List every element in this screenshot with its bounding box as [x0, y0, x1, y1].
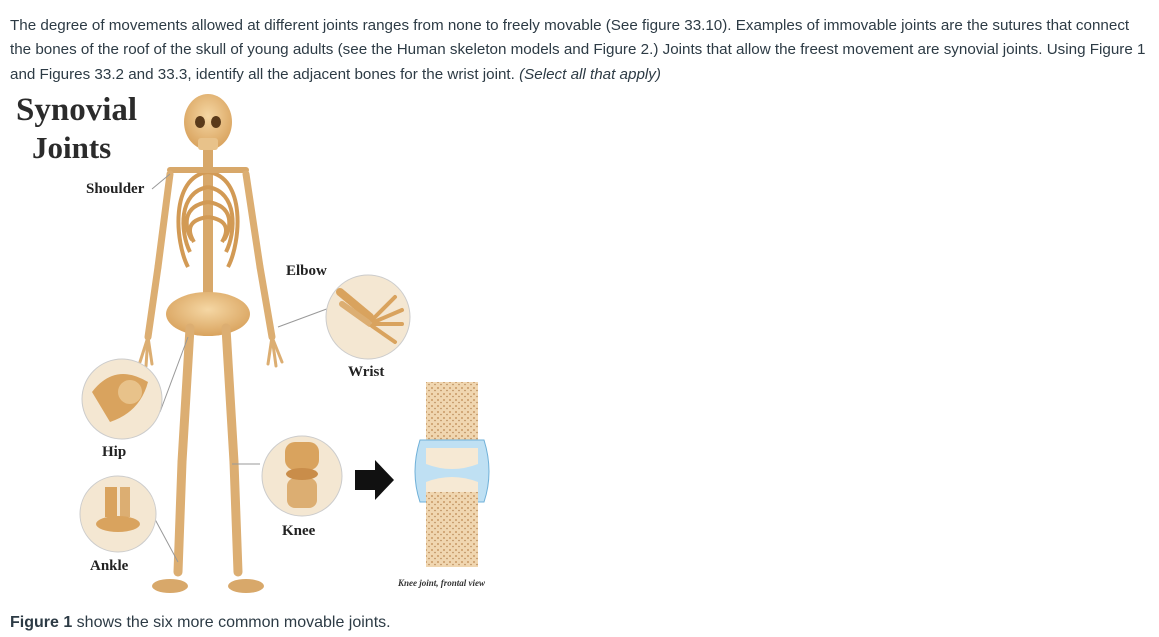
hands	[138, 335, 284, 368]
feet	[152, 579, 264, 593]
label-knee: Knee	[282, 523, 316, 539]
question-instruction: (Select all that apply)	[519, 65, 661, 83]
caption-text: shows the six more common movable joints…	[72, 614, 391, 631]
arms	[144, 170, 276, 341]
synovial-joints-figure: Synovial Joints Shoulder Elbow Wrist Hip…	[10, 92, 510, 612]
skull	[184, 94, 232, 150]
legs	[173, 323, 243, 577]
figure-title-line1: Synovial	[16, 92, 138, 128]
caption-label: Figure 1	[10, 614, 73, 631]
label-hip: Hip	[102, 444, 127, 460]
wrist-joint-inset	[325, 274, 411, 360]
ankle-joint-inset	[79, 475, 157, 553]
label-wrist: Wrist	[348, 364, 385, 380]
label-elbow: Elbow	[286, 263, 327, 279]
knee-joint-inset	[261, 435, 343, 517]
question-text: The degree of movements allowed at diffe…	[10, 14, 1150, 87]
skeleton-illustration	[79, 94, 490, 593]
pelvis	[166, 292, 250, 336]
arrow-icon	[355, 460, 394, 500]
label-shoulder: Shoulder	[86, 181, 145, 197]
figure-title-line2: Joints	[32, 130, 112, 165]
label-knee-frontal: Knee joint, frontal view	[398, 578, 486, 588]
spine	[203, 150, 213, 300]
label-ankle: Ankle	[90, 558, 129, 574]
hip-joint-inset	[81, 358, 163, 440]
knee-frontal-diagram	[414, 382, 490, 567]
rib-cage	[176, 170, 240, 268]
question-body: The degree of movements allowed at diffe…	[10, 17, 1146, 83]
figure-caption: Figure 1 shows the six more common movab…	[10, 612, 391, 634]
